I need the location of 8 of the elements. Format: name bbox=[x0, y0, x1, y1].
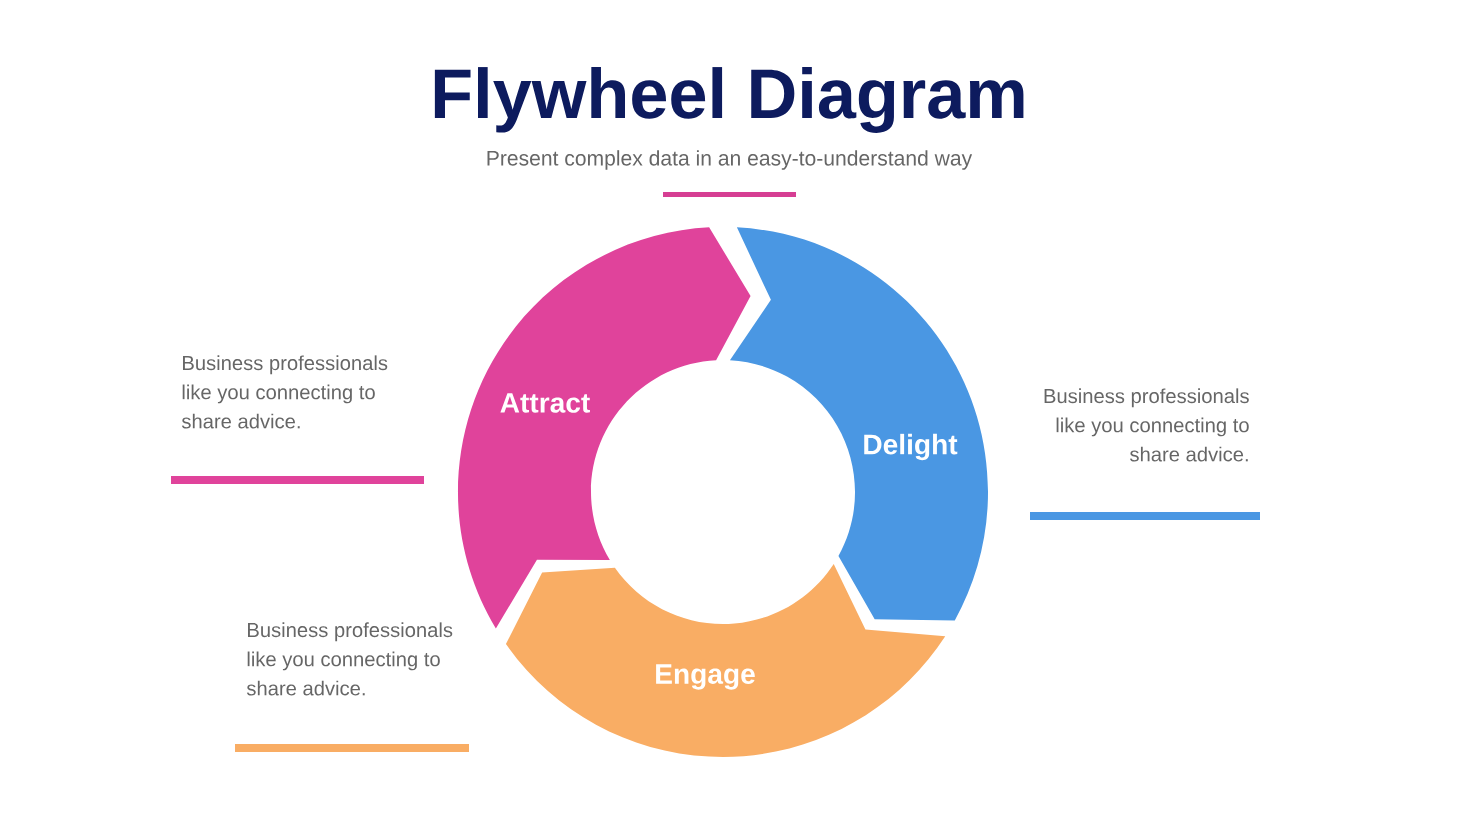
description-text: Business professionals like you connecting to share advice. bbox=[246, 622, 453, 696]
flywheel-segment: Engage bbox=[505, 563, 946, 757]
subtitle: Present complex data in an easy-to-understand way bbox=[487, 150, 973, 170]
description-text: Business professionals like you connecting to share advice. bbox=[1044, 388, 1249, 462]
description-text: Business professionals like you connecting to share advice. bbox=[181, 355, 388, 429]
flywheel-segment: Delight bbox=[729, 227, 988, 621]
title: Flywheel Diagram bbox=[434, 67, 1024, 133]
flywheel-segment: Attract bbox=[458, 227, 751, 629]
